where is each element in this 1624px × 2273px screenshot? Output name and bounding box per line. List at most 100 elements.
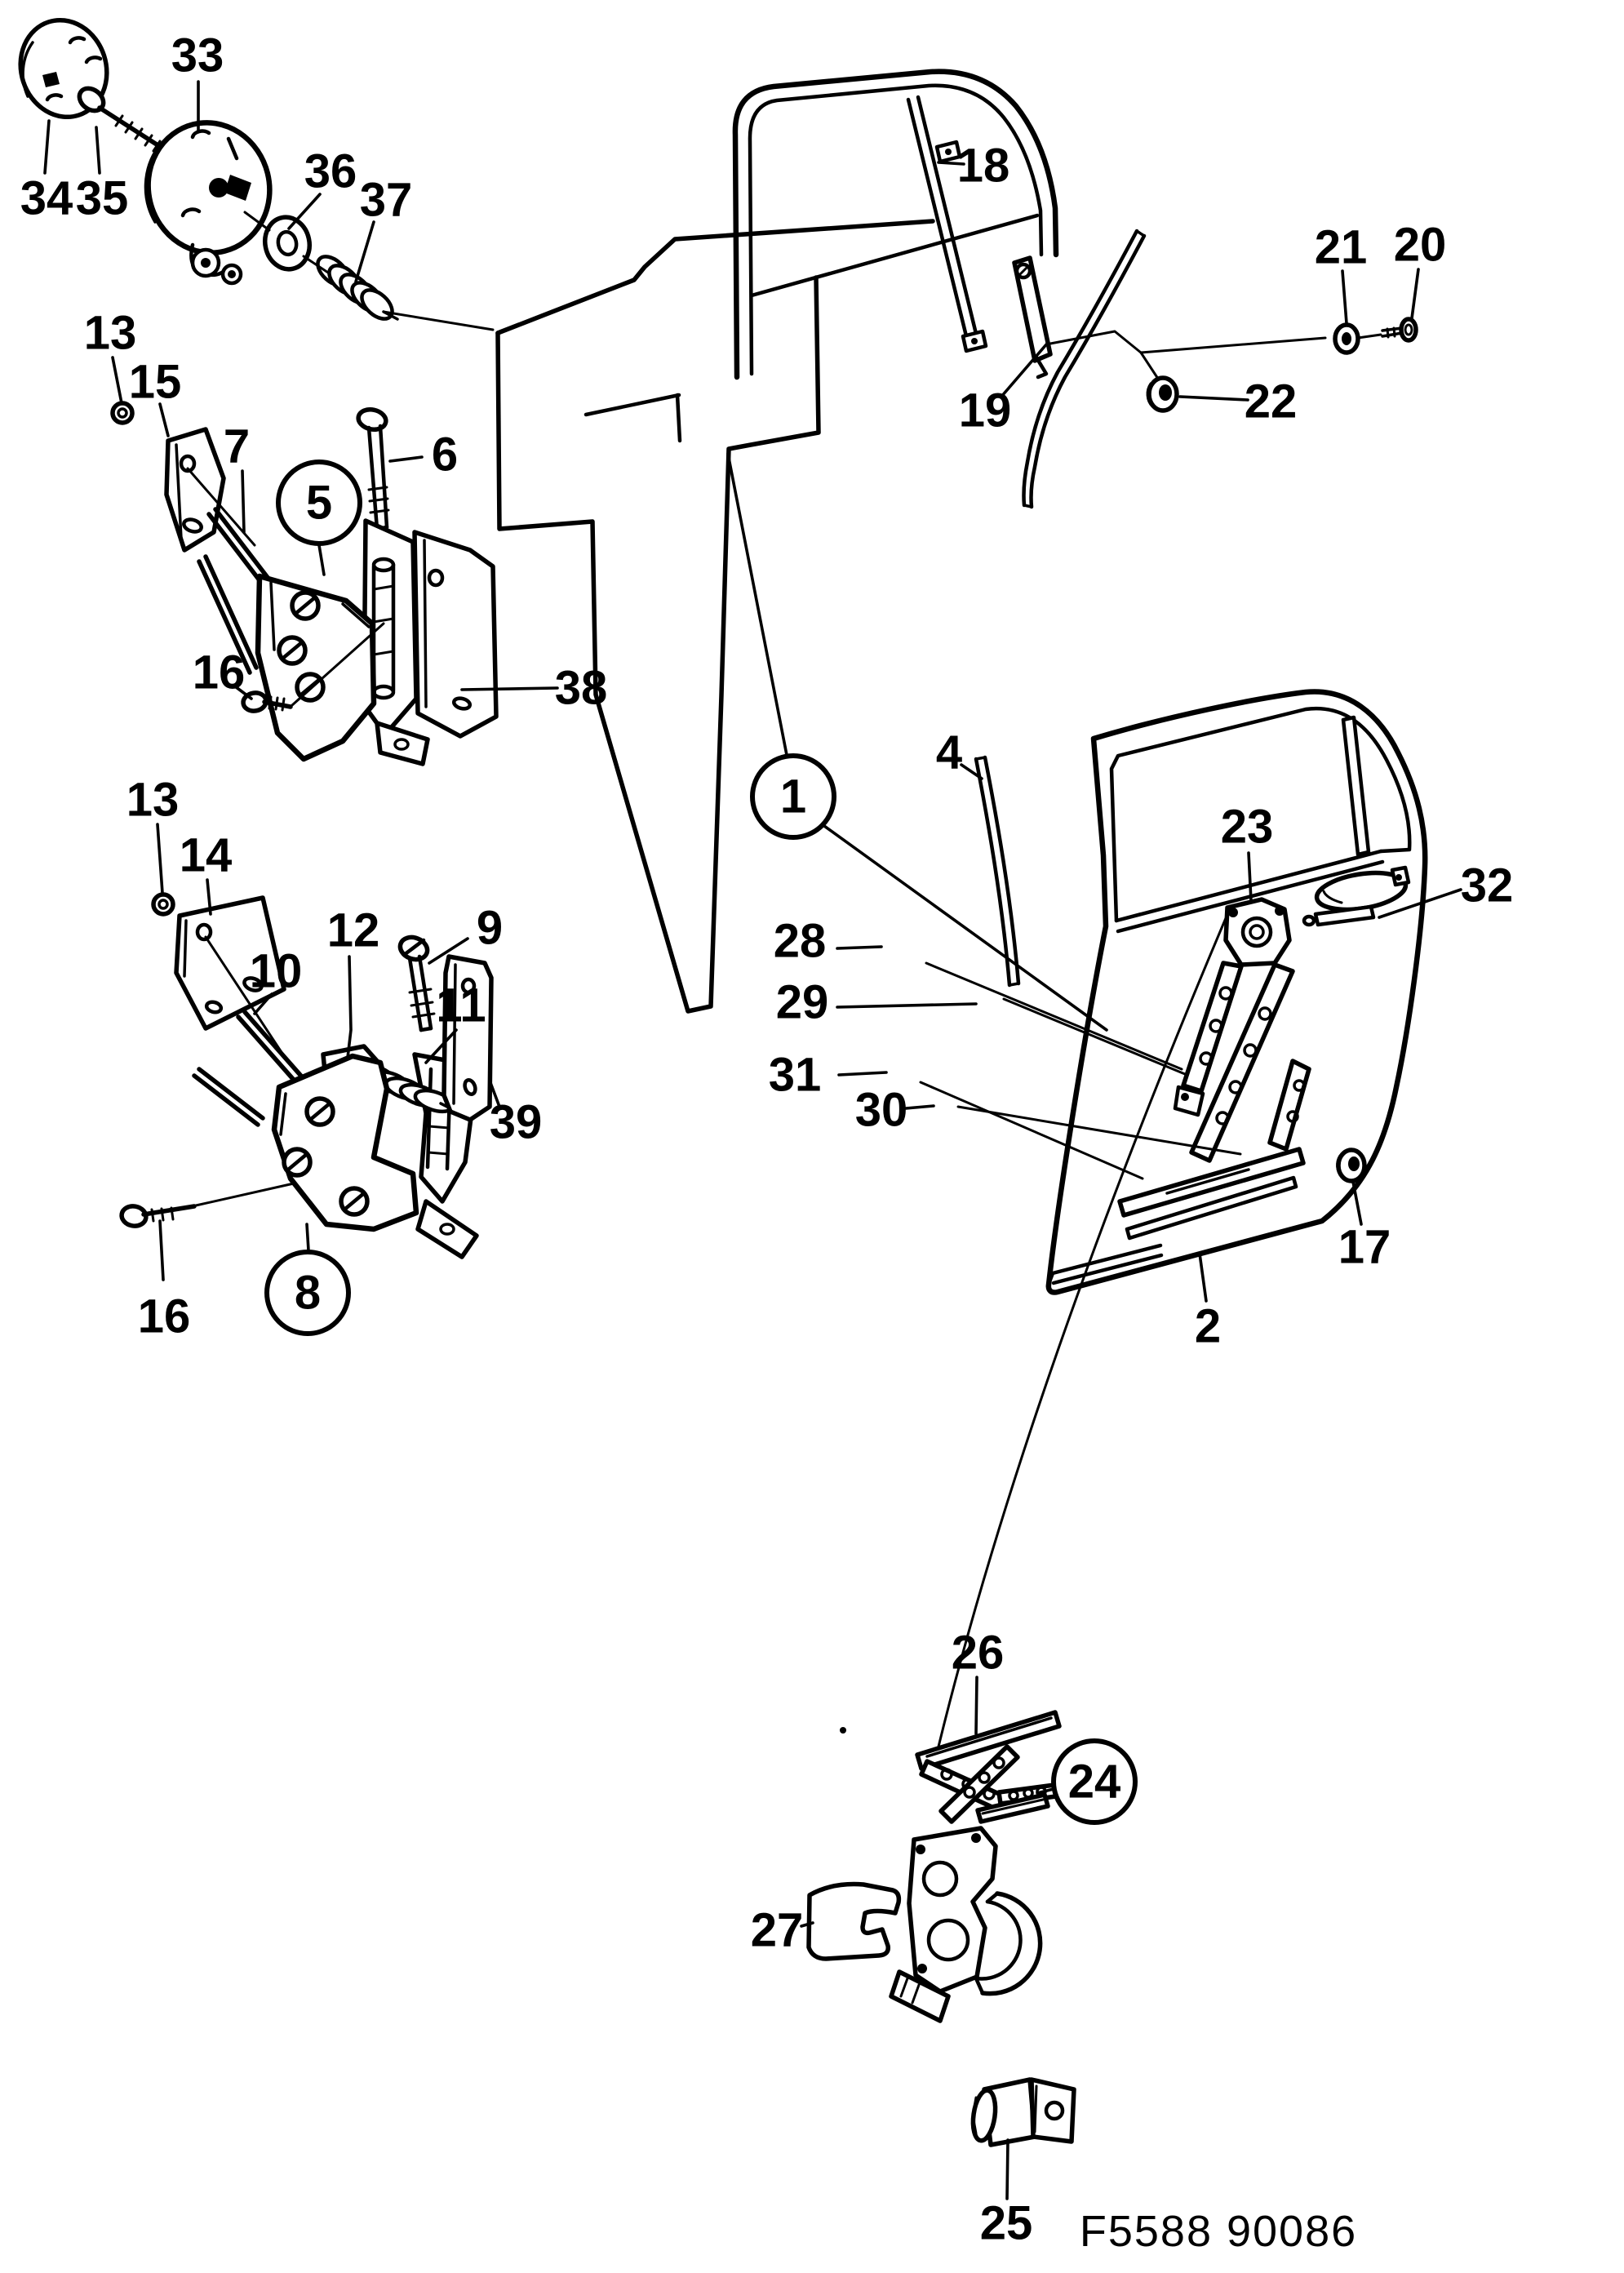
- part-number-label: 38: [555, 662, 608, 715]
- division-bracket-19: [1012, 255, 1053, 380]
- hinge-plate-14: [174, 895, 286, 1031]
- regulator-motor-25: [970, 2077, 1076, 2147]
- part-number-label: 27: [751, 1904, 804, 1957]
- callout-10: 10: [250, 945, 303, 1015]
- part-number-label: 19: [959, 384, 1012, 437]
- part-number-label: 10: [250, 945, 303, 998]
- callout-6: 6: [388, 428, 458, 482]
- callout-27: 27: [751, 1904, 814, 1957]
- callout-30: 30: [855, 1084, 935, 1137]
- callout-35: 35: [76, 126, 129, 225]
- fasteners-20-21-22: [1049, 317, 1418, 413]
- part-number-label: 16: [193, 646, 246, 699]
- door-shell: [1045, 689, 1428, 1295]
- door-sill-channel: [1045, 1243, 1164, 1289]
- callout-16: 16: [193, 646, 253, 700]
- shim-plate-38: [412, 530, 499, 739]
- lower-hinge-group: [119, 892, 494, 1259]
- connector-lines: [186, 211, 1242, 1748]
- part-number-label: 29: [776, 976, 829, 1029]
- part-number-label: 1: [780, 770, 806, 824]
- part-number-label: 31: [769, 1049, 822, 1102]
- division-bar: [906, 95, 980, 345]
- callout-14: 14: [180, 829, 233, 916]
- hinge-5-bracket: [255, 573, 377, 762]
- callout-13: 13: [84, 307, 137, 405]
- callout-2: 2: [1195, 1252, 1221, 1353]
- part-number-label: 30: [855, 1084, 908, 1137]
- callout-1: 1: [726, 452, 1108, 1032]
- part-number-label: 21: [1315, 221, 1368, 274]
- grommet-17: [1336, 1148, 1367, 1183]
- part-number-label: 6: [432, 428, 458, 482]
- hinge-screw-9: [397, 935, 436, 1032]
- upper-hinge-group: [110, 401, 499, 766]
- callout-34: 34: [20, 119, 73, 225]
- regulator-in-door-23: [1117, 897, 1311, 1241]
- part-number-label: 28: [774, 915, 827, 968]
- screw-20: [1381, 317, 1418, 343]
- vent-duct-27: [806, 1881, 902, 1961]
- callout-19: 19: [959, 342, 1049, 437]
- callout-20: 20: [1394, 219, 1446, 320]
- pillar-molding: [1022, 229, 1147, 509]
- part-number-label: 18: [957, 140, 1010, 193]
- part-number-label: 22: [1245, 375, 1298, 428]
- callout-21: 21: [1315, 221, 1368, 325]
- callout-39: 39: [488, 1079, 542, 1149]
- callout-31: 31: [769, 1049, 888, 1102]
- shim-plate-39: [441, 954, 494, 1122]
- door-division-bar: [1341, 715, 1371, 857]
- callout-12: 12: [327, 904, 379, 1059]
- callout-38: 38: [460, 662, 608, 715]
- stray-dot: [840, 1727, 846, 1734]
- part-number-label: 7: [224, 420, 250, 473]
- part-number-label: 5: [306, 477, 332, 530]
- callout-4: 4: [936, 726, 983, 780]
- part-number-label: 17: [1338, 1221, 1391, 1274]
- callout-11: 11: [424, 979, 486, 1064]
- check-rod-10: [192, 1010, 308, 1127]
- hinge-5-male-half: [362, 518, 430, 766]
- part-number-label: 9: [477, 902, 503, 955]
- grommet-22: [1146, 375, 1179, 413]
- part-number-label: 37: [360, 174, 413, 227]
- part-number-label: 35: [76, 172, 129, 225]
- part-number-label: 32: [1461, 859, 1514, 912]
- inner-door-panel: [495, 219, 935, 1014]
- check-screw-35: [77, 86, 180, 161]
- callout-7: 7: [224, 420, 250, 534]
- handle-strip-32: [1313, 904, 1376, 927]
- window-regulator-assembly: [806, 1710, 1076, 2147]
- callout-29: 29: [776, 976, 978, 1029]
- part-number-label: 4: [936, 726, 962, 779]
- part-number-label: 15: [129, 356, 182, 409]
- callout-18: 18: [937, 140, 1010, 193]
- part-number-label: 13: [126, 774, 180, 827]
- callout-23: 23: [1221, 801, 1274, 903]
- callout-17: 17: [1338, 1180, 1391, 1274]
- nut-13-lower: [151, 892, 175, 917]
- callout-13: 13: [126, 774, 180, 895]
- callout-28: 28: [774, 915, 883, 968]
- callout-33: 33: [171, 29, 224, 132]
- callout-5: 5: [276, 459, 362, 576]
- part-number-label: 11: [436, 979, 486, 1032]
- part-number-label: 14: [180, 829, 233, 882]
- part-number-label: 16: [138, 1290, 191, 1343]
- door-check-assembly: [18, 17, 399, 321]
- part-number-label: 34: [20, 172, 73, 225]
- callout-9: 9: [428, 902, 503, 965]
- callout-8: 8: [264, 1223, 351, 1336]
- check-washer-36: [263, 215, 312, 272]
- hinge-plate-15: [164, 427, 226, 553]
- part-number-label: 23: [1221, 801, 1274, 854]
- hinge-8-bracket: [271, 1053, 419, 1232]
- part-number-label: 36: [304, 145, 357, 198]
- callout-36: 36: [287, 145, 357, 230]
- glass-run-strip-4: [974, 755, 1021, 988]
- callout-22: 22: [1178, 375, 1298, 428]
- part-number-label: 25: [980, 2197, 1033, 2250]
- part-number-label: 13: [84, 307, 137, 360]
